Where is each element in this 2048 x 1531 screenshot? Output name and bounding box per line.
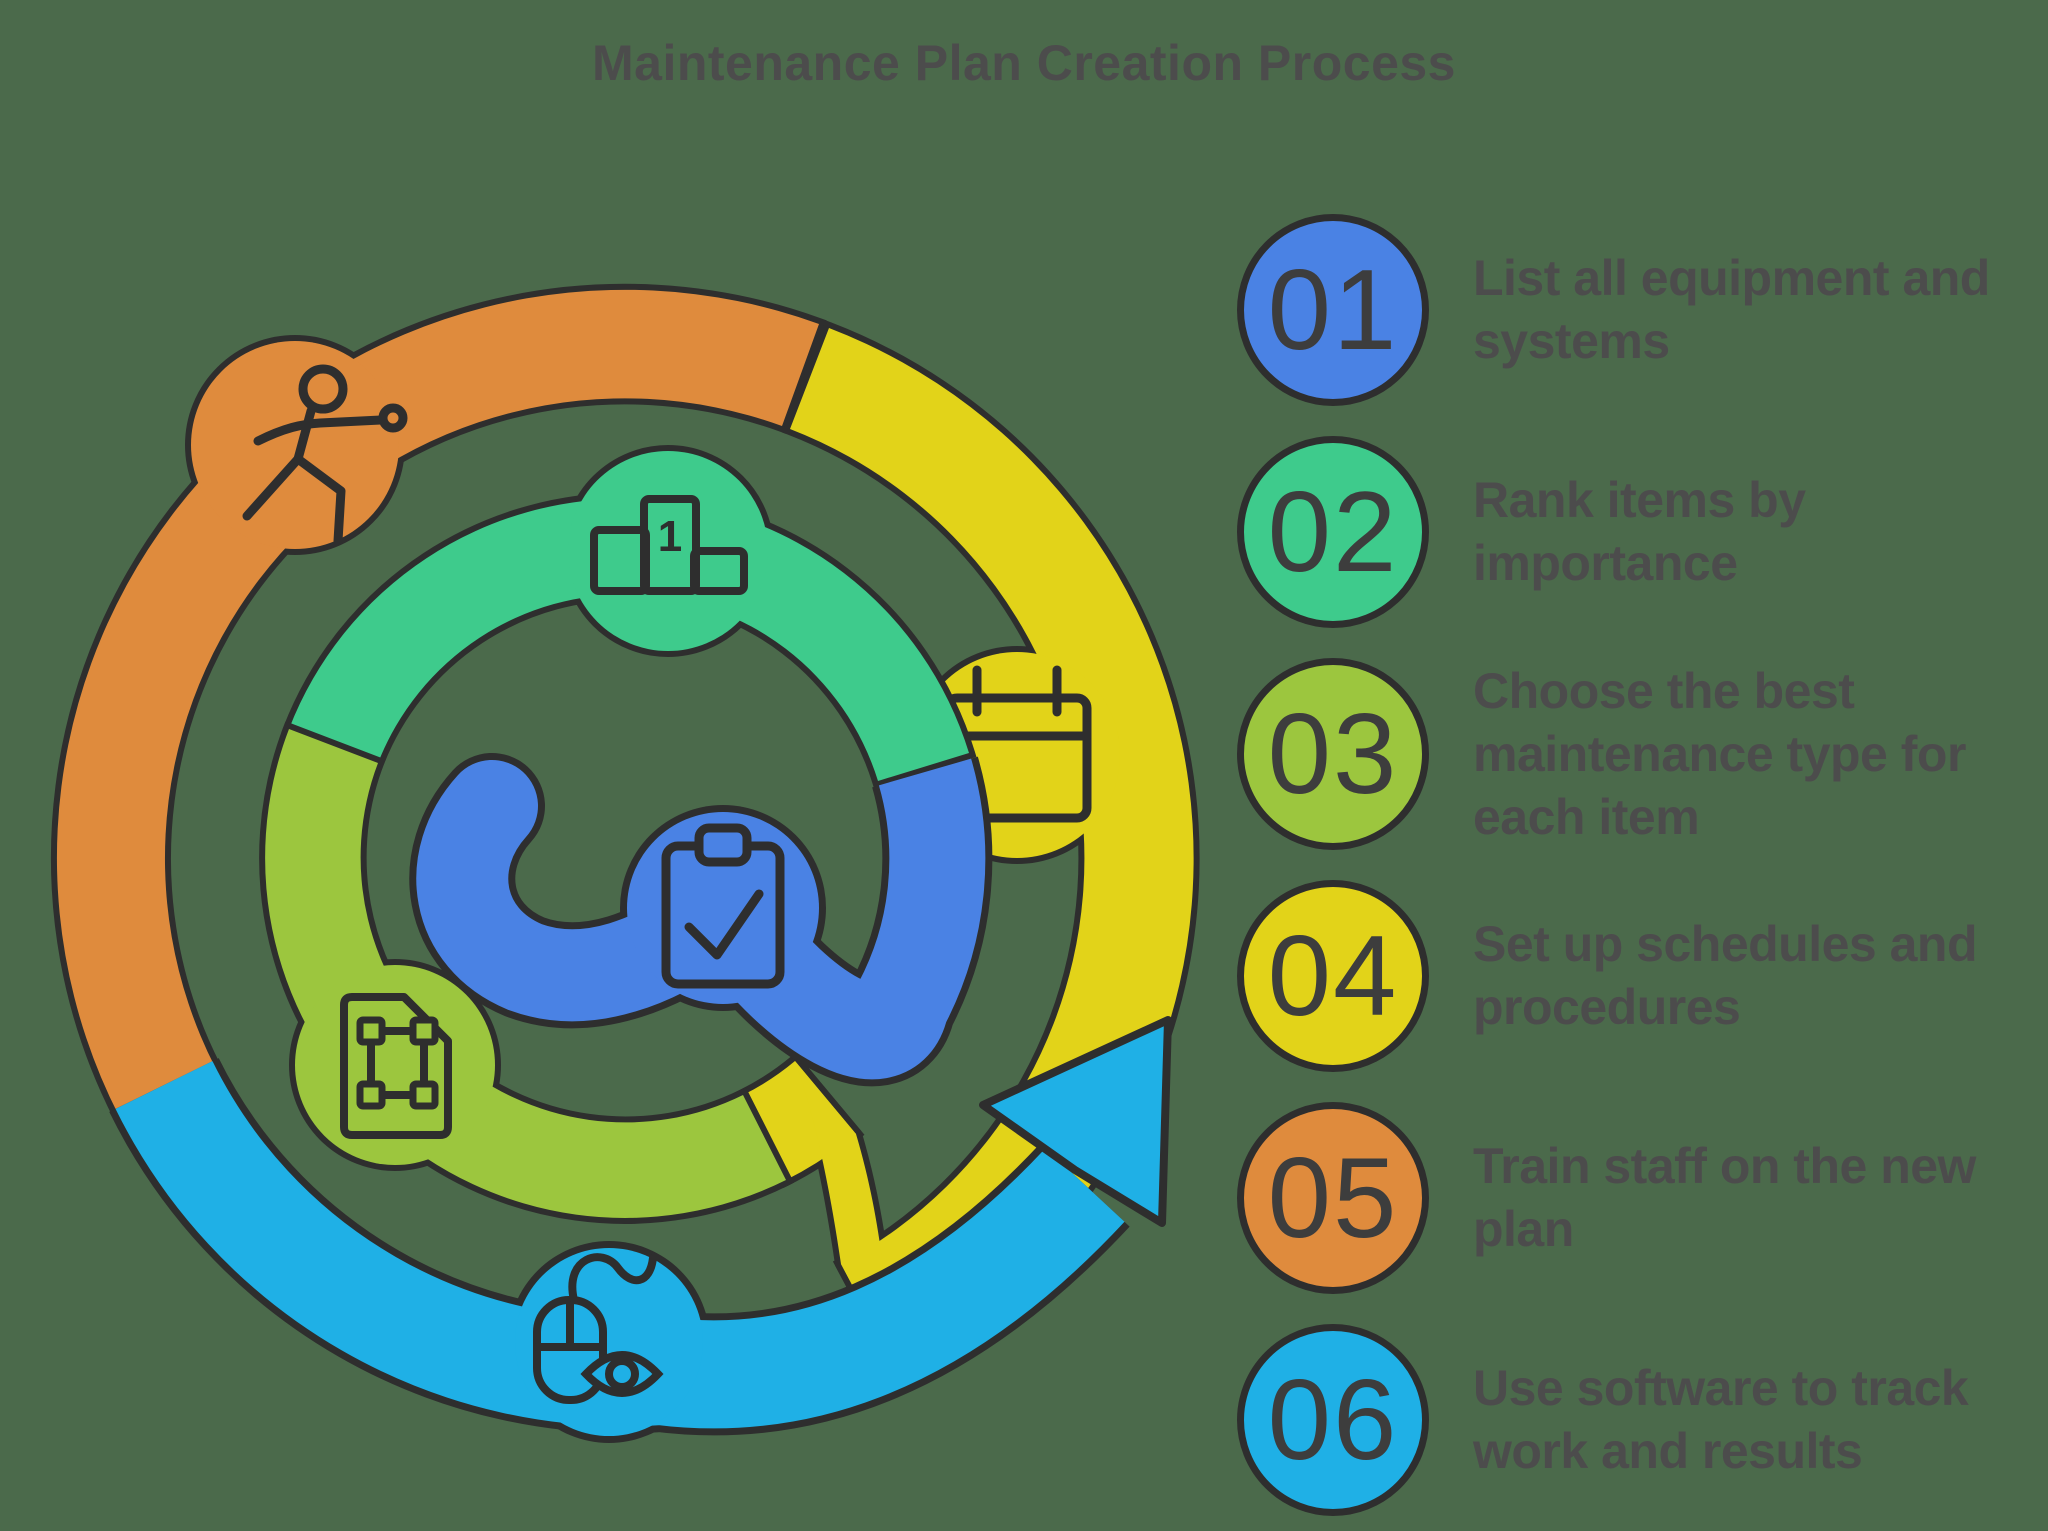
step-number-badge: 06 (1237, 1324, 1429, 1516)
step-number: 02 (1267, 468, 1399, 596)
step-row-2: 02 Rank items by importance (1237, 436, 2048, 628)
step-number: 01 (1267, 246, 1399, 374)
step-row-6: 06 Use software to track work and result… (1237, 1324, 2048, 1516)
podium-rank-number: 1 (658, 512, 682, 561)
step-number: 03 (1267, 690, 1399, 818)
clipboard-check-icon (661, 823, 785, 989)
step-number-badge: 02 (1237, 436, 1429, 628)
step-number-badge: 03 (1237, 658, 1429, 850)
page-title: Maintenance Plan Creation Process (591, 35, 1456, 91)
spiral-segment-list-equipment (409, 753, 993, 1087)
arrowhead-icon (979, 1016, 1172, 1227)
step-number-badge: 05 (1237, 1102, 1429, 1294)
step-label: Rank items by importance (1473, 472, 1806, 591)
spiral-segment-maintenance-type (259, 721, 795, 1224)
plan-document-icon (340, 993, 452, 1139)
spiral-segment-software-arrow (109, 1016, 1172, 1443)
step-number-badge: 04 (1237, 880, 1429, 1072)
spiral-segment-rank-items: 1 (281, 445, 977, 789)
step-row-4: 04 Set up schedules and procedures (1237, 880, 2048, 1072)
step-row-5: 05 Train staff on the new plan (1237, 1102, 2048, 1294)
person-training-icon (242, 364, 408, 546)
step-label: Set up schedules and procedures (1473, 916, 1978, 1035)
podium-first-place-icon: 1 (590, 495, 748, 595)
step-number: 06 (1267, 1356, 1399, 1484)
step-number: 05 (1267, 1134, 1399, 1262)
step-row-1: 01 List all equipment and systems (1237, 214, 2048, 406)
step-label: List all equipment and systems (1473, 250, 1990, 369)
step-row-3: 03 Choose the best maintenance type for … (1237, 658, 2048, 850)
step-label: Choose the best maintenance type for eac… (1473, 662, 1966, 845)
step-label: Use software to track work and results (1473, 1360, 1969, 1479)
step-number: 04 (1267, 912, 1399, 1040)
step-number-badge: 01 (1237, 214, 1429, 406)
spiral-segment-train-staff (50, 283, 827, 1125)
step-label: Train staff on the new plan (1473, 1138, 1976, 1257)
mouse-eye-tracking-icon (533, 1253, 664, 1404)
